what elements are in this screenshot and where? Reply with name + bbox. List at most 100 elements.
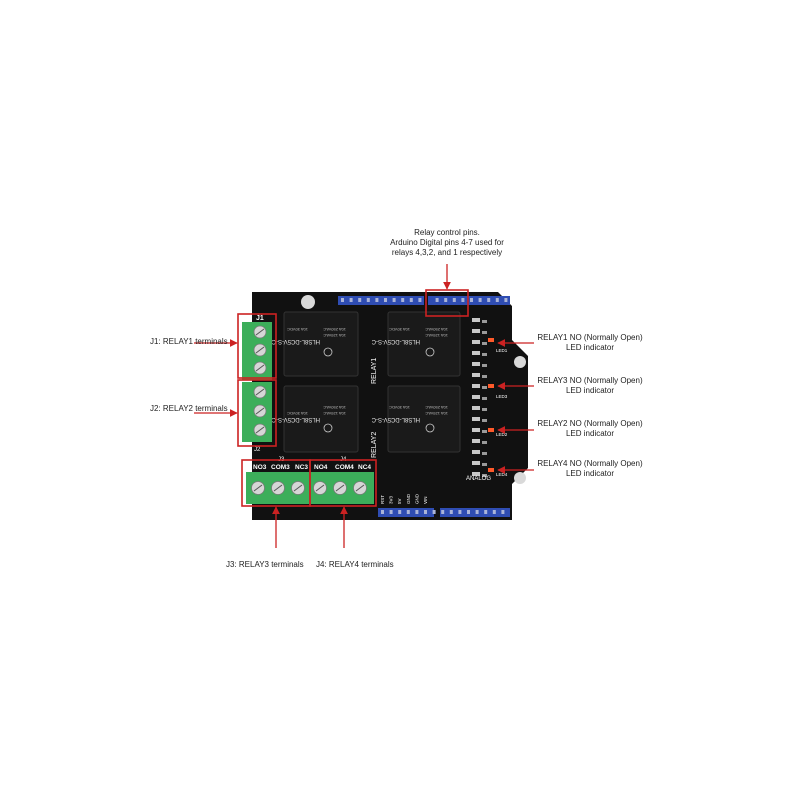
mounting-hole-top — [301, 295, 315, 309]
relay-rating-text: 10A 250VAC — [425, 327, 448, 332]
analog-silkscreen: ANALOG — [466, 476, 491, 482]
callout-control-pins-line2: Arduino Digital pins 4-7 used for — [390, 238, 504, 247]
relay-part-text: HLS8L-DC5V-S-C — [271, 416, 320, 422]
j4-pin-no4: NO4 — [314, 464, 328, 471]
relay-rating-text: 10A 30VDC — [287, 411, 308, 416]
header-pin — [452, 298, 456, 302]
j1-silkscreen: J1 — [256, 315, 264, 322]
screw-slot — [255, 328, 265, 336]
relay-rating-text: 10A 125VAC — [425, 333, 448, 338]
header-pin — [467, 510, 470, 514]
screw-slot — [255, 388, 265, 396]
header-pin — [406, 510, 410, 514]
smd-component — [472, 439, 480, 443]
smd-component — [472, 450, 480, 454]
callout-j3: J3: RELAY3 terminals — [226, 560, 304, 569]
callout-control-pins: Relay control pins. Arduino Digital pins… — [380, 228, 514, 258]
smd-component — [482, 452, 487, 455]
smd-component — [472, 406, 480, 410]
screw-slot — [293, 484, 303, 492]
callout-j1: J1: RELAY1 terminals — [150, 337, 228, 346]
callout-control-pins-line3: relays 4,3,2, and 1 respectively — [391, 248, 503, 257]
relay-rating-text: 10A 125VAC — [323, 411, 346, 416]
smd-component — [482, 364, 487, 367]
power-header — [378, 508, 434, 517]
led-relay2 — [488, 428, 494, 432]
relay-part-text: HLS8L-DC5V-S-C — [371, 338, 420, 344]
header-pin — [484, 510, 488, 514]
header-pin — [487, 298, 491, 302]
header-pin — [401, 298, 405, 302]
header-pin — [492, 510, 496, 514]
header-pin — [470, 298, 473, 302]
led-relay3 — [488, 384, 494, 388]
header-pin — [424, 510, 427, 514]
screw-slot — [335, 484, 345, 492]
header-pin — [458, 510, 462, 514]
header-pin — [375, 298, 379, 302]
relay-2 — [387, 385, 461, 453]
callout-led4: RELAY4 NO (Normally Open) LED indicator — [530, 459, 650, 479]
screw-slot — [255, 426, 265, 434]
power-pin-label: 3V3 — [389, 495, 394, 504]
led-relay1 — [488, 338, 494, 342]
led-relay4 — [488, 468, 494, 472]
smd-component — [472, 318, 480, 322]
callout-led3-line1: RELAY3 NO (Normally Open) — [537, 376, 643, 385]
power-pin-label: GND — [414, 493, 419, 504]
header-pin — [358, 298, 362, 302]
callout-j2: J2: RELAY2 terminals — [150, 404, 228, 413]
relay-1 — [387, 311, 461, 377]
callout-box-control-pins — [425, 289, 469, 317]
relay-rating-text: 10A 30VDC — [389, 405, 410, 410]
relay-rating-text: 10A 125VAC — [425, 411, 448, 416]
screw-slot — [255, 407, 265, 415]
callout-led3: RELAY3 NO (Normally Open) LED indicator — [530, 376, 650, 396]
callout-box-j1 — [237, 313, 277, 379]
smd-component — [472, 362, 480, 366]
screw-slot — [253, 484, 263, 492]
j3-pin-no3: NO3 — [253, 464, 267, 471]
callout-led2-line1: RELAY2 NO (Normally Open) — [537, 419, 643, 428]
header-pin — [475, 510, 479, 514]
mounting-hole-right-bottom — [514, 472, 526, 484]
smd-component — [482, 353, 487, 356]
ul-logo — [323, 347, 333, 357]
screw-slot — [255, 364, 265, 372]
smd-component — [472, 373, 480, 377]
smd-component — [482, 474, 487, 477]
relay2-silkscreen: RELAY2 — [371, 432, 378, 458]
screw-slot — [315, 484, 325, 492]
header-pin — [432, 510, 436, 514]
smd-component — [482, 441, 487, 444]
ul-logo — [425, 347, 435, 357]
smd-component — [472, 428, 480, 432]
smd-component — [472, 417, 480, 421]
callout-led2: RELAY2 NO (Normally Open) LED indicator — [530, 419, 650, 439]
callout-led1: RELAY1 NO (Normally Open) LED indicator — [530, 333, 650, 353]
ul-logo — [323, 423, 333, 433]
header-pin — [495, 298, 499, 302]
smd-component — [482, 342, 487, 345]
digital-header-left — [338, 296, 424, 305]
relay-rating-text: 10A 30VDC — [287, 327, 308, 332]
relay1-silkscreen: RELAY1 — [371, 358, 378, 384]
relay-part-text: HLS8L-DC5V-S-C — [371, 416, 420, 422]
header-pin — [392, 298, 396, 302]
power-pin-label: VIN — [423, 496, 428, 504]
header-pin — [341, 298, 344, 302]
screw-slot — [255, 346, 265, 354]
digital-header-right — [428, 296, 510, 305]
relay-rating-text: 10A 250VAC — [425, 405, 448, 410]
header-pin — [501, 510, 505, 514]
header-pin — [449, 510, 453, 514]
smd-component — [482, 331, 487, 334]
smd-component — [482, 397, 487, 400]
header-pin — [478, 298, 482, 302]
smd-component — [482, 320, 487, 323]
header-pin — [389, 510, 393, 514]
smd-component — [472, 329, 480, 333]
smd-component — [472, 351, 480, 355]
j4-pin-nc4: NC4 — [358, 464, 371, 471]
callout-led1-line2: LED indicator — [565, 343, 615, 352]
